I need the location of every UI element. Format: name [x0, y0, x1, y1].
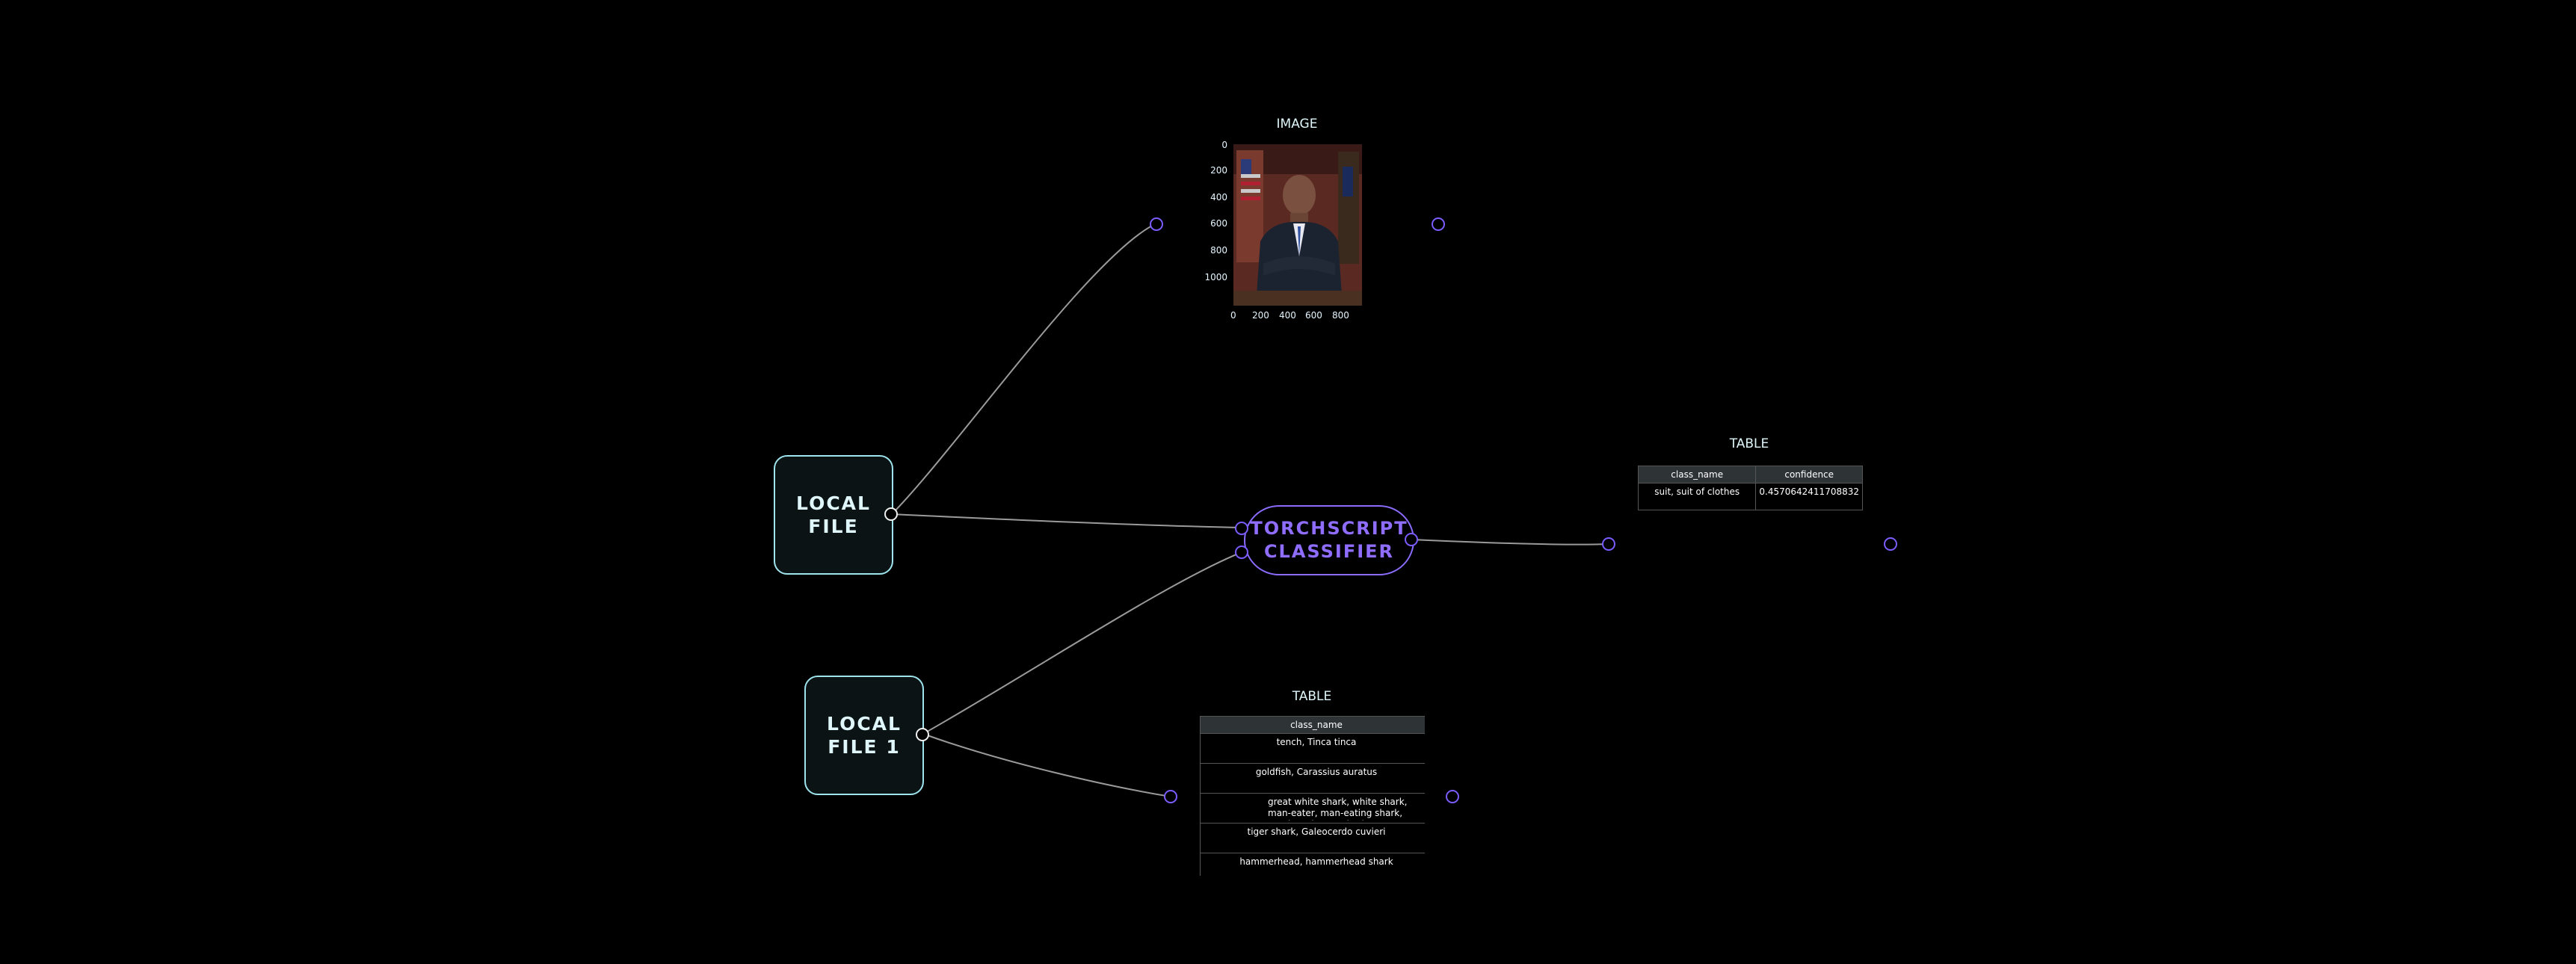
result-table-output-port[interactable]	[1884, 537, 1897, 551]
x-tick: 200	[1252, 310, 1269, 321]
result-table-title: TABLE	[1729, 436, 1769, 451]
table-row: tench, Tinca tinca	[1200, 733, 1425, 764]
image-panel-output-port[interactable]	[1432, 217, 1445, 231]
result-cell-confidence: 0.4570642411708832	[1755, 483, 1863, 510]
labels-table: class_name tench, Tinca tinca goldfish, …	[1200, 716, 1425, 876]
edge-localfile1-classifier	[922, 551, 1242, 735]
labels-cell: tiger shark, Galeocerdo cuvieri	[1200, 823, 1425, 853]
y-tick: 200	[1210, 165, 1227, 176]
x-tick: 600	[1305, 310, 1322, 321]
local-file-label: LOCAL FILE	[796, 492, 871, 537]
local-file-1-label: LOCAL FILE 1	[827, 713, 902, 758]
labels-cell: hammerhead, hammerhead shark	[1200, 853, 1425, 876]
edge-classifier-table	[1411, 539, 1609, 546]
result-col-class-name: class_name	[1637, 466, 1757, 483]
result-table-input-port[interactable]	[1602, 537, 1615, 551]
y-tick: 400	[1210, 192, 1227, 203]
local-file-output-port[interactable]	[884, 507, 898, 521]
local-file-node[interactable]: LOCAL FILE	[774, 455, 893, 575]
y-tick: 600	[1210, 218, 1227, 229]
edge-localfile-image	[891, 223, 1157, 515]
labels-col-class-name: class_name	[1200, 716, 1425, 734]
image-panel-title: IMAGE	[1276, 117, 1318, 132]
labels-table-title: TABLE	[1292, 689, 1332, 704]
x-tick: 0	[1230, 310, 1236, 321]
x-tick: 800	[1332, 310, 1349, 321]
classifier-output-port[interactable]	[1405, 533, 1418, 546]
table-row: great white shark, white shark, man-eate…	[1200, 793, 1425, 824]
classifier-label: TORCHSCRIPT CLASSIFIER	[1250, 518, 1408, 562]
result-cell-class: suit, suit of clothes	[1637, 483, 1757, 510]
result-col-confidence: confidence	[1755, 466, 1863, 483]
torchscript-classifier-node[interactable]: TORCHSCRIPT CLASSIFIER	[1244, 505, 1414, 575]
image-panel-input-port[interactable]	[1150, 217, 1163, 231]
labels-cell: great white shark, white shark, man-eate…	[1200, 793, 1425, 824]
table-row: tiger shark, Galeocerdo cuvieri	[1200, 823, 1425, 853]
x-tick: 400	[1279, 310, 1296, 321]
edge-localfile-classifier	[891, 513, 1242, 528]
labels-table-output-port[interactable]	[1446, 790, 1459, 803]
edge-localfile1-table	[922, 733, 1171, 797]
labels-cell: tench, Tinca tinca	[1200, 733, 1425, 764]
table-row: suit, suit of clothes 0.4570642411708832	[1637, 483, 1863, 510]
labels-cell: goldfish, Carassius auratus	[1200, 763, 1425, 794]
table-row: hammerhead, hammerhead shark	[1200, 853, 1425, 876]
labels-table-viewport[interactable]: class_name tench, Tinca tinca goldfish, …	[1200, 716, 1425, 876]
classifier-input-port-2[interactable]	[1235, 546, 1248, 559]
labels-cell-text: great white shark, white shark, man-eate…	[1268, 797, 1408, 821]
y-tick: 800	[1210, 245, 1227, 256]
labels-table-input-port[interactable]	[1164, 790, 1177, 803]
y-tick: 1000	[1204, 272, 1227, 282]
table-row: goldfish, Carassius auratus	[1200, 763, 1425, 794]
classifier-input-port-1[interactable]	[1235, 522, 1248, 535]
local-file-1-node[interactable]: LOCAL FILE 1	[804, 676, 924, 795]
result-table: class_name confidence suit, suit of clot…	[1637, 466, 1863, 510]
local-file-1-output-port[interactable]	[916, 728, 929, 741]
portrait-image	[1233, 144, 1362, 306]
y-tick: 0	[1221, 140, 1227, 150]
